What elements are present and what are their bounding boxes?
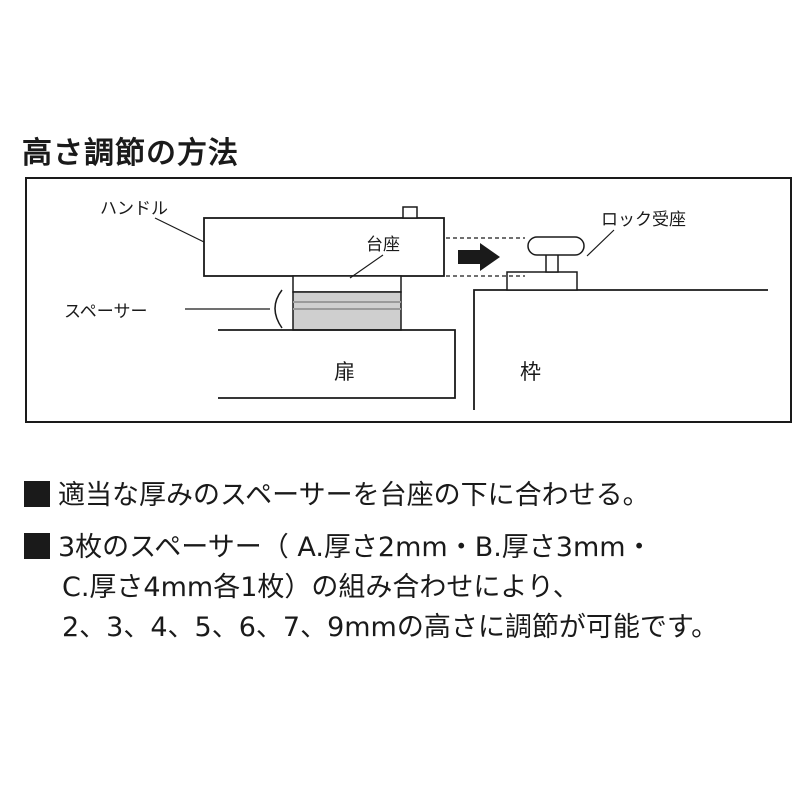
frame-label: 枠 bbox=[520, 360, 541, 384]
door-label: 扉 bbox=[334, 360, 355, 384]
note-text-4: 2、3、4、5、6、7、9mmの高さに調節が可能です。 bbox=[62, 612, 719, 643]
lock-seat-post bbox=[545, 252, 559, 273]
lock-seat-head bbox=[527, 236, 585, 256]
page-title: 高さ調節の方法 bbox=[22, 136, 239, 171]
spacer-bracket bbox=[274, 289, 283, 329]
handle-label: ハンドル bbox=[100, 199, 168, 219]
note-text-3: C.厚さ4mm各1枚）の組み合わせにより、 bbox=[62, 572, 580, 603]
lock-seat-base bbox=[506, 271, 578, 291]
bullet-square-icon bbox=[24, 481, 50, 507]
note-item-1: 適当な厚みのスペーサーを台座の下に合わせる。 bbox=[24, 476, 794, 516]
lock-seat-label: ロック受座 bbox=[601, 210, 686, 230]
handle-leader bbox=[154, 217, 205, 243]
direction-arrow bbox=[458, 243, 500, 271]
diagram-frame bbox=[25, 177, 792, 423]
handle-body bbox=[203, 217, 445, 277]
bullet-square-icon bbox=[24, 533, 50, 559]
frame-outline bbox=[473, 289, 768, 410]
note-text-2: 3枚のスペーサー（ A.厚さ2mm・B.厚さ3mm・ bbox=[58, 532, 653, 563]
spacer-label: スペーサー bbox=[64, 302, 148, 322]
note-item-2: 3枚のスペーサー（ A.厚さ2mm・B.厚さ3mm・ bbox=[24, 528, 794, 568]
spacer-stack bbox=[292, 291, 402, 331]
lock-seat-leader bbox=[586, 229, 615, 257]
base-plate bbox=[292, 275, 402, 293]
note-text-1: 適当な厚みのスペーサーを台座の下に合わせる。 bbox=[58, 480, 650, 511]
handle-knob bbox=[402, 206, 418, 219]
instruction-notes: 適当な厚みのスペーサーを台座の下に合わせる。 3枚のスペーサー（ A.厚さ2mm… bbox=[24, 476, 794, 648]
base-label: 台座 bbox=[366, 235, 400, 255]
door-outline bbox=[218, 329, 456, 399]
base-leader bbox=[349, 254, 384, 279]
